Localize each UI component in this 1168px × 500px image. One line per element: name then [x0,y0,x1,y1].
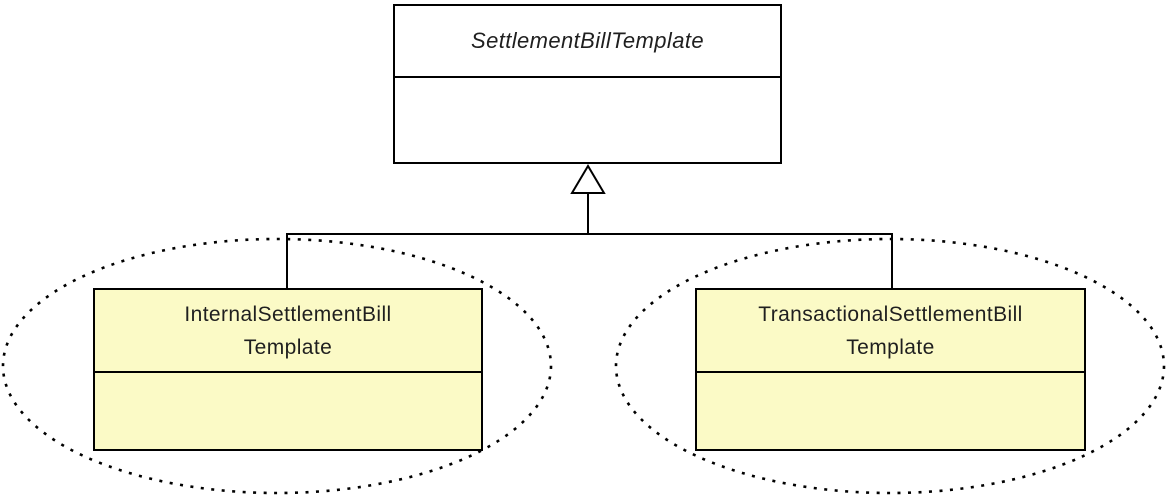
class-node-transactional-settlement-bill-template[interactable]: TransactionalSettlementBill Template [695,288,1086,451]
generalization-arrowhead [570,164,606,194]
class-attributes-compartment [697,373,1084,449]
class-title: InternalSettlementBill Template [95,290,481,373]
left-dotted-ellipse [1,237,553,495]
class-name-label-line1: TransactionalSettlementBill [758,302,1023,326]
class-attributes-compartment [95,373,481,449]
class-name-label-line1: InternalSettlementBill [184,302,392,326]
class-name-label: SettlementBillTemplate [471,28,704,53]
class-node-settlement-bill-template[interactable]: SettlementBillTemplate [393,4,782,164]
class-title: SettlementBillTemplate [395,6,780,78]
class-title: TransactionalSettlementBill Template [697,290,1084,373]
class-node-internal-settlement-bill-template[interactable]: InternalSettlementBill Template [93,288,483,451]
right-dotted-ellipse [614,237,1166,495]
class-name-label-line2: Template [243,335,333,359]
class-attributes-compartment [395,78,780,162]
class-name-label-line2: Template [846,335,935,359]
